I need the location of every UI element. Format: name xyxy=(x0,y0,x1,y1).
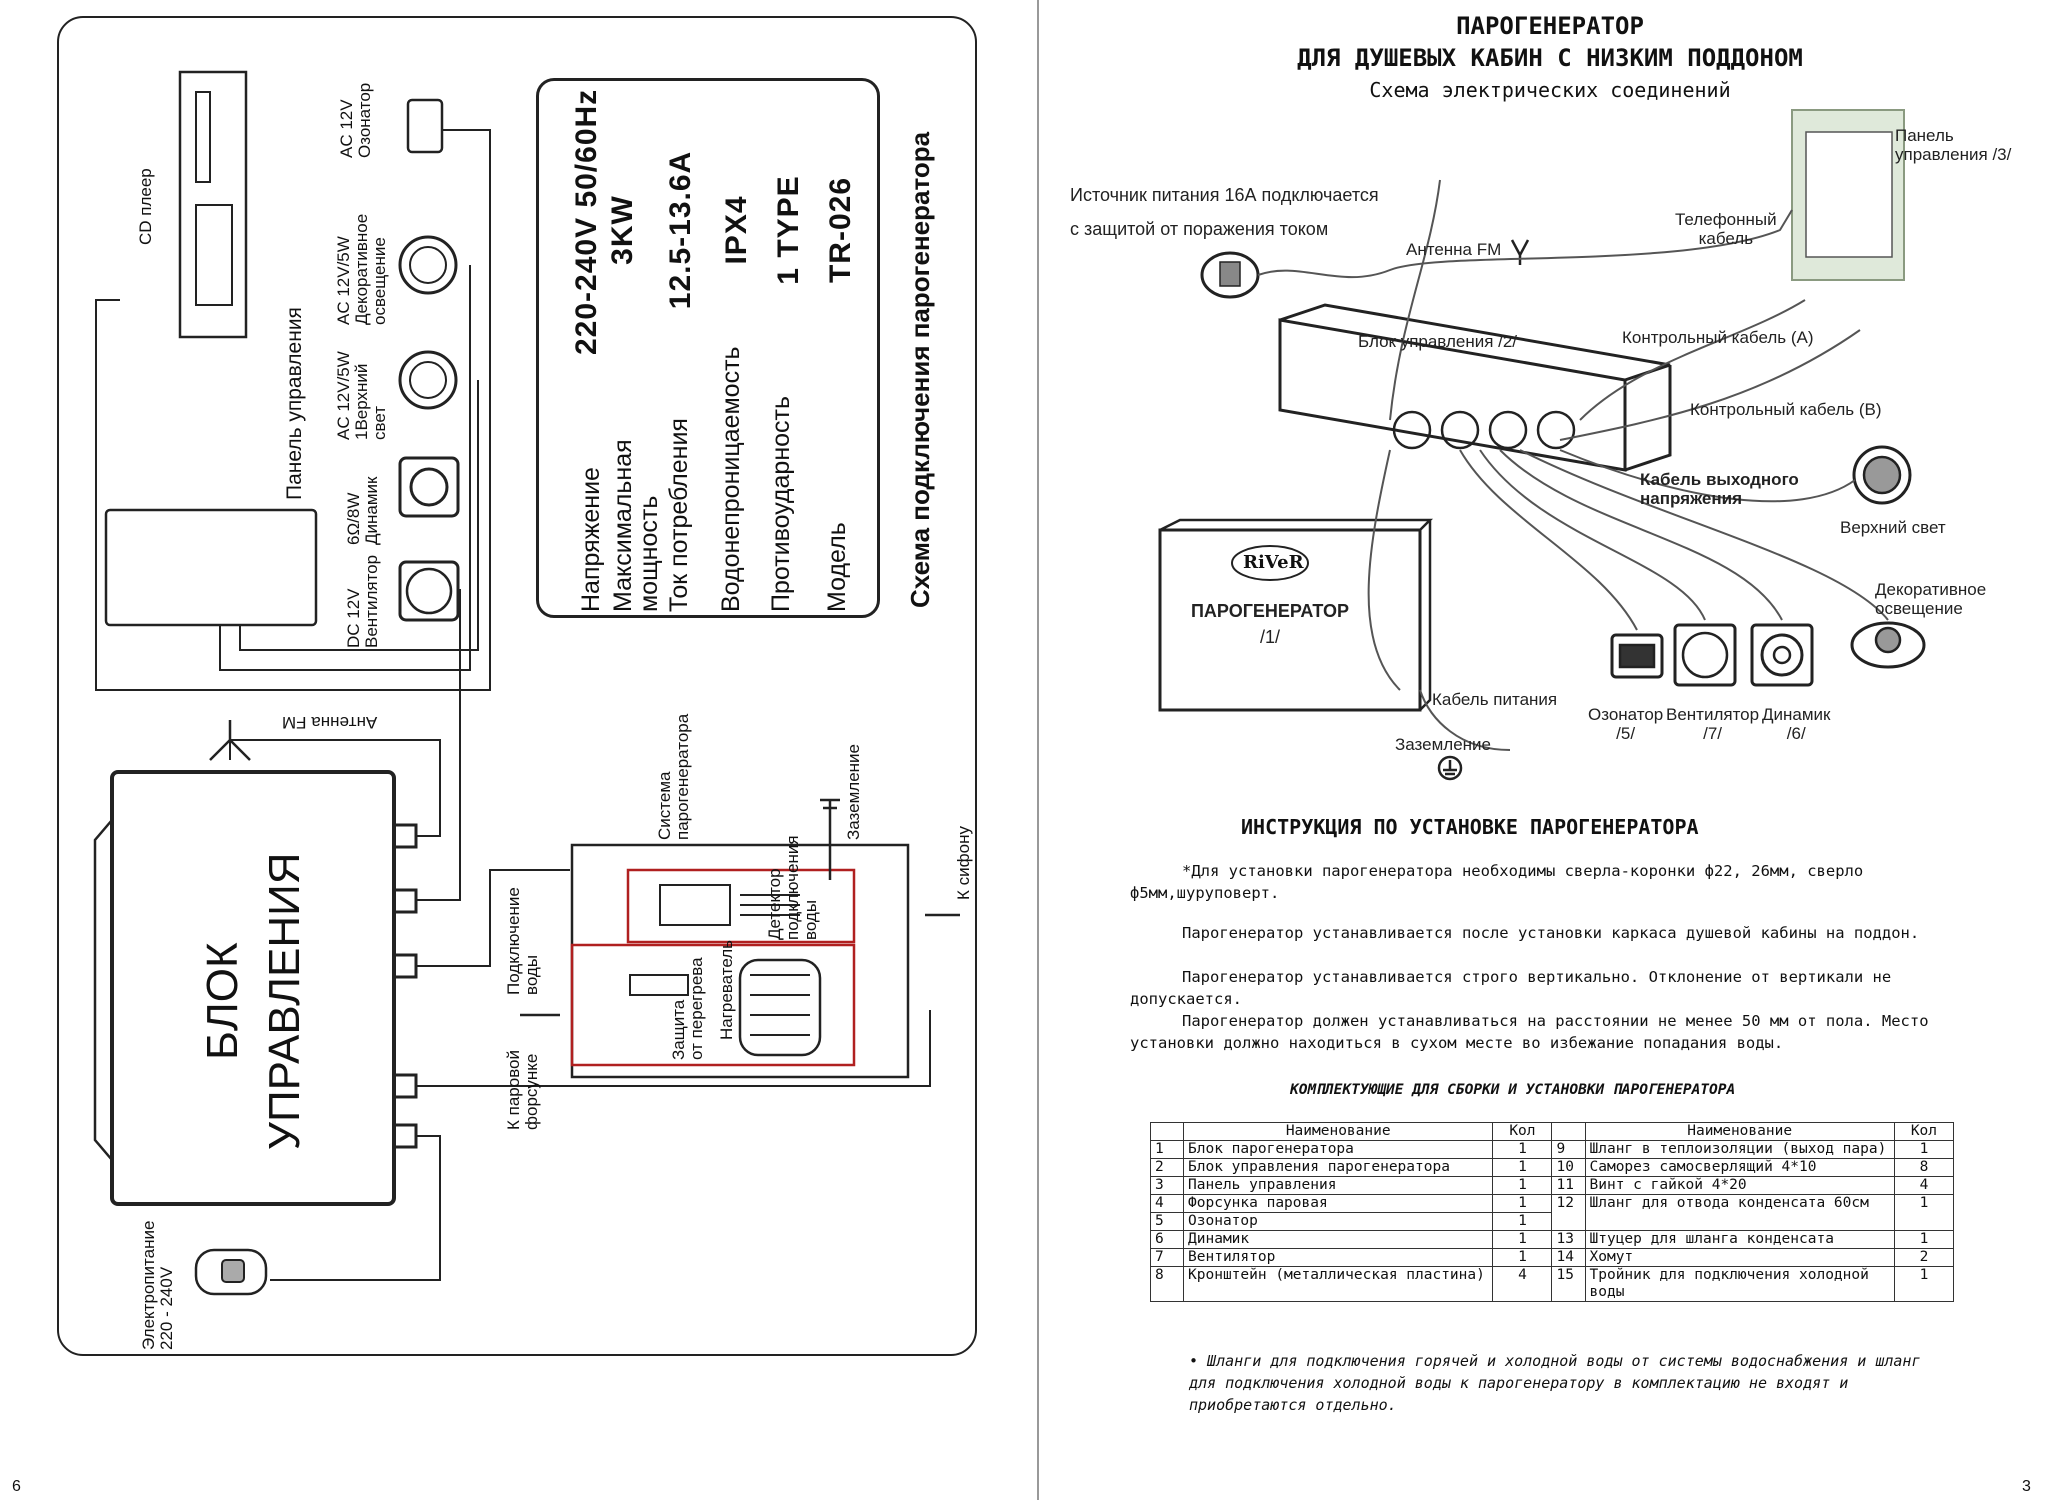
speaker-label-right: Динамик/6/ xyxy=(1762,705,1831,743)
spec-labels: Напряжение Максимальная мощность Ток пот… xyxy=(577,346,851,612)
left-page-number: 6 xyxy=(12,1478,21,1495)
control-cable-a-label: Контрольный кабель (А) xyxy=(1622,328,1814,347)
page-divider xyxy=(1037,0,1039,1500)
top-light-label: Верхний свет xyxy=(1840,518,1946,537)
diagram-title: Схема подключения парогенератора xyxy=(905,131,935,608)
grounding-label: Заземление xyxy=(844,744,863,840)
antenna-label: Антенна FM xyxy=(1406,240,1502,259)
to-siphon-label: К сифону xyxy=(954,826,973,900)
control-block-box xyxy=(110,770,396,1206)
cd-player-label: CD плеер xyxy=(136,168,155,245)
control-cable-b-label: Контрольный кабель (В) xyxy=(1690,400,1882,419)
generator-label: ПАРОГЕНЕРАТОР/1/ xyxy=(1190,601,1349,647)
heater-label: Нагреватель xyxy=(717,939,736,1040)
spec-box xyxy=(536,78,880,618)
fan-label-right: Вентилятор/7/ xyxy=(1666,705,1760,743)
install-paragraph-1: *Для установки парогенератора необходимы… xyxy=(1130,862,1864,902)
install-paragraph-2: Парогенератор устанавливается после уста… xyxy=(1182,924,1920,942)
page-subtitle: Схема электрических соединений xyxy=(1369,78,1731,102)
control-block-label-right: Блок управления /2/ xyxy=(1358,332,1518,351)
grounding-label-right: Заземление xyxy=(1395,735,1491,754)
install-paragraph-3: Парогенератор устанавливается строго вер… xyxy=(1130,968,1892,1008)
left-page-frame xyxy=(57,16,977,1356)
footnote: • Шланги для подключения горячей и холод… xyxy=(1189,1352,1921,1414)
right-wiring-diagram xyxy=(1158,109,1926,781)
components-title: КОМПЛЕКТУЮЩИЕ ДЛЯ СБОРКИ И УСТАНОВКИ ПАР… xyxy=(1290,1082,1736,1098)
install-paragraph-4: Парогенератор должен устанавливаться на … xyxy=(1130,1012,1929,1052)
antenna-fm-label: Антенна FM xyxy=(282,713,378,732)
page-title: ПАРОГЕНЕРАТОР ДЛЯ ДУШЕВЫХ КАБИН С НИЗКИМ… xyxy=(1297,12,1803,72)
install-title: ИНСТРУКЦИЯ ПО УСТАНОВКЕ ПАРОГЕНЕРАТОРА xyxy=(1241,815,1699,839)
control-panel-label: Панель управления xyxy=(283,307,306,500)
right-page-number: 3 xyxy=(2022,1478,2031,1495)
spec-values: 220-240V 50/60Hz 3KW 12.5-13.6A IPX4 1 T… xyxy=(570,88,857,355)
left-wiring-diagram xyxy=(93,70,960,1296)
brand-logo: RiVeR xyxy=(1243,552,1304,573)
ozonator-label-right: Озонатор/5/ xyxy=(1588,705,1664,743)
power-cable-label: Кабель питания xyxy=(1432,690,1558,709)
